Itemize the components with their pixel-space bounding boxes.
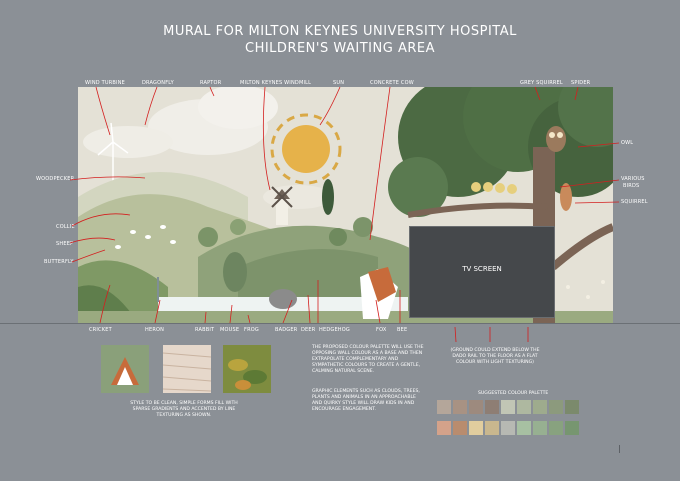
tv-screen-label: TV SCREEN [462,265,502,273]
dado-rail-line [0,323,680,324]
label-sheep: SHEEP [56,241,74,247]
label-cricket: CRICKET [89,327,112,333]
palette-swatch [453,421,467,435]
palette-swatch [565,400,579,414]
sun-illustration [270,113,342,185]
palette-swatch [549,421,563,435]
label-concrete-cow: CONCRETE COW [370,80,414,86]
colour-palette-row-2 [437,421,579,435]
palette-swatch [469,400,483,414]
palette-swatch [517,400,531,414]
owl-illustration [546,126,566,152]
palette-swatch [565,421,579,435]
title-line-1: MURAL FOR MILTON KEYNES UNIVERSITY HOSPI… [163,24,517,39]
big-tree-illustration [388,87,613,323]
palette-swatch [485,421,499,435]
palette-swatch [533,400,547,414]
label-grey-squirrel: GREY SQUIRREL [520,80,563,86]
label-heron: HERON [145,327,165,333]
style-sample-texture [162,345,212,393]
style-sample-fox [101,345,149,393]
palette-swatch [501,421,515,435]
mural-illustration [78,87,613,323]
colour-note-2: GRAPHIC ELEMENTS SUCH AS CLOUDS, TREES, … [312,389,420,412]
label-spider: SPIDER [571,80,591,86]
label-dragonfly: DRAGONFLY [142,80,174,86]
palette-swatch [437,400,451,414]
label-rabbit: RABBIT [195,327,215,333]
palette-swatch [485,400,499,414]
label-squirrel: SQUIRREL [621,199,648,205]
corner-mark [619,445,623,453]
label-raptor: RAPTOR [200,80,222,86]
label-butterfly: BUTTERFLY [44,259,74,265]
label-mouse: MOUSE [220,327,240,333]
style-sample-plants [223,345,271,393]
label-sun: SUN [333,80,345,86]
label-badger: BADGER [275,327,298,333]
label-woodpecker: WOODPECKER [36,176,75,182]
various-birds-illustration [471,182,517,194]
palette-swatch [469,421,483,435]
title-line-2: CHILDREN'S WAITING AREA [245,41,435,56]
label-various-1: VARIOUS [621,176,645,182]
palette-title: SUGGESTED COLOUR PALETTE [478,391,549,396]
colour-palette-row-1 [437,400,579,414]
colour-note-1: THE PROPOSED COLOUR PALETTE WILL USE THE… [312,345,424,374]
label-deer: DEER [301,327,316,333]
label-fox: FOX [376,327,387,333]
fox-illustration [360,267,398,319]
label-various-2: BIRDS [623,183,640,189]
label-hedgehog: HEDGEHOG [319,327,350,333]
sheep-illustration [115,225,176,249]
label-bee: BEE [397,327,408,333]
label-windmill: MILTON KEYNES WINDMILL [240,80,312,86]
palette-swatch [453,400,467,414]
palette-swatch [437,421,451,435]
ground-note: (GROUND COULD EXTEND BELOW THE DADO RAIL… [450,348,540,365]
windmill-illustration [271,186,293,225]
tv-screen-placeholder: TV SCREEN [409,226,555,318]
squirrel-illustration [560,183,572,211]
label-owl: OWL [621,140,634,146]
palette-swatch [549,400,563,414]
label-collie: COLLIE [56,224,75,230]
label-wind-turbine: WIND TURBINE [85,80,125,86]
badger-illustration [269,289,297,309]
style-note: STYLE TO BE CLEAN, SIMPLE FORMS FILL WIT… [130,401,238,418]
label-frog: FROG [244,327,259,333]
palette-swatch [517,421,531,435]
palette-swatch [501,400,515,414]
wind-turbine-illustration [97,122,129,182]
palette-swatch [533,421,547,435]
